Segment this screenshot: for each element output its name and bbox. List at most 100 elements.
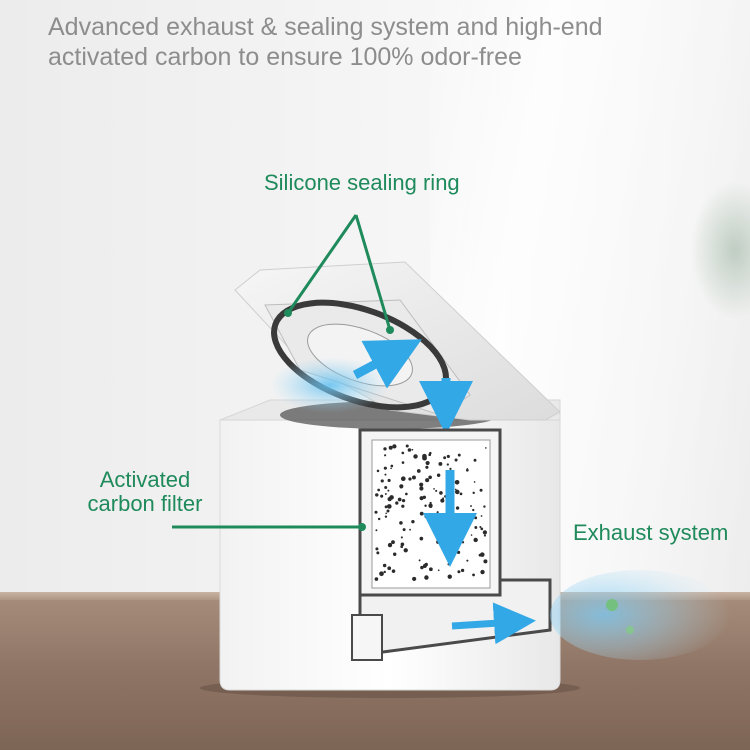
carbon-granule (400, 476, 406, 482)
carbon-granule (473, 458, 477, 462)
carbon-granule (411, 448, 414, 451)
carbon-granule (419, 486, 424, 491)
carbon-granule (400, 536, 403, 539)
exhaust-housing (351, 614, 383, 661)
carbon-granule (386, 509, 390, 513)
headline-line-1: Advanced exhaust & sealing system and hi… (48, 13, 603, 41)
seal-leader-right (354, 214, 392, 331)
carbon-granule (383, 447, 387, 451)
carbon-granule (374, 577, 379, 581)
carbon-granule (470, 505, 472, 507)
carbon-granule (418, 559, 421, 562)
carbon-granule (384, 515, 388, 518)
carbon-granule (447, 574, 452, 579)
fresh-leaf-icon-2 (626, 626, 634, 634)
carbon-granule (384, 486, 388, 490)
carbon-granule (457, 453, 461, 457)
carbon-granule (465, 468, 469, 472)
carbon-granule (399, 521, 403, 525)
silicone-seal-label: Silicone sealing ring (264, 170, 460, 195)
carbon-granule (480, 569, 485, 575)
carbon-granule (446, 454, 450, 459)
carbon-granule (456, 550, 461, 555)
carbon-granule (390, 467, 392, 470)
headline-line-2: activated carbon to ensure 100% odor-fre… (48, 43, 522, 71)
carbon-granule (380, 494, 384, 498)
carbon-granule (377, 517, 381, 521)
carbon-granule (387, 478, 391, 483)
carbon-granule (384, 505, 388, 509)
carbon-granule (466, 559, 469, 562)
carbon-granule (428, 521, 431, 524)
carbon-granule (454, 488, 457, 491)
carbon-granule (474, 526, 478, 529)
carbon-granule (483, 559, 488, 564)
carbon-granule (400, 542, 405, 547)
carbon-granule (387, 566, 392, 571)
carbon-granule (419, 482, 424, 487)
carbon-granule (443, 456, 447, 460)
carbon-granule (382, 563, 387, 568)
carbon-granule (433, 487, 435, 490)
carbon-granule (436, 511, 439, 514)
carbon-granule (435, 533, 439, 537)
carbon-granule (405, 492, 408, 496)
carbon-granule (454, 458, 458, 462)
carbon-granule (425, 562, 428, 565)
carbon-granule (401, 504, 405, 508)
carbon-granule (483, 505, 486, 508)
exhaust-system-label: Exhaust system (573, 520, 729, 545)
carbon-granule (379, 571, 384, 577)
carbon-granule (403, 548, 408, 553)
carbon-granule (428, 453, 432, 457)
carbon-granule (429, 501, 432, 505)
airflow-arrow-exhaust (451, 602, 536, 645)
carbon-granule (383, 466, 387, 470)
carbon-granule (483, 534, 486, 537)
carbon-granule (474, 516, 478, 520)
carbon-granule (375, 547, 379, 551)
carbon-granule (480, 527, 484, 531)
carbon-granule (437, 569, 440, 572)
carbon-granule (392, 552, 397, 556)
carbon-granule (450, 541, 452, 544)
carbon-granule (479, 552, 485, 557)
carbon-granule (446, 463, 449, 466)
carbon-granule (376, 469, 380, 473)
carbon-granule (470, 534, 473, 536)
carbon-granule (408, 477, 412, 481)
carbon-granule (402, 528, 406, 532)
carbon-granule (425, 460, 430, 466)
carbon-granule (411, 519, 415, 524)
carbon-granule (375, 529, 378, 532)
carbon-granule (419, 536, 424, 541)
carbon-granule (428, 504, 433, 508)
carbon-granule (472, 508, 475, 512)
carbon-granule (440, 498, 445, 503)
carbon-granule (384, 454, 387, 457)
carbon-granule (447, 563, 450, 566)
carbon-granule (479, 488, 483, 492)
seal-leader-left (286, 214, 358, 314)
carbon-granule (387, 489, 390, 492)
carbon-granule (395, 501, 399, 505)
carbon-granule (442, 497, 445, 500)
carbon-granule (399, 485, 403, 489)
carbon-granule (377, 488, 381, 492)
carbon-granule (401, 499, 406, 503)
carbon-granule (374, 510, 378, 514)
carbon-granule (473, 537, 478, 543)
carbon-granule (391, 540, 395, 545)
carbon-granule (422, 453, 427, 459)
carbon-granule (438, 461, 443, 466)
carbon-granule (425, 478, 430, 483)
exhaust-mist (550, 570, 730, 660)
carbon-granule (416, 469, 421, 473)
carbon-granule (436, 473, 441, 478)
carbon-granule (407, 448, 412, 452)
carbon-granule (413, 454, 418, 459)
airflow-arrow-up (352, 339, 422, 389)
carbon-granule (428, 567, 433, 572)
carbon-point (358, 523, 366, 531)
carbon-label-line-1: Activated (99, 467, 191, 492)
